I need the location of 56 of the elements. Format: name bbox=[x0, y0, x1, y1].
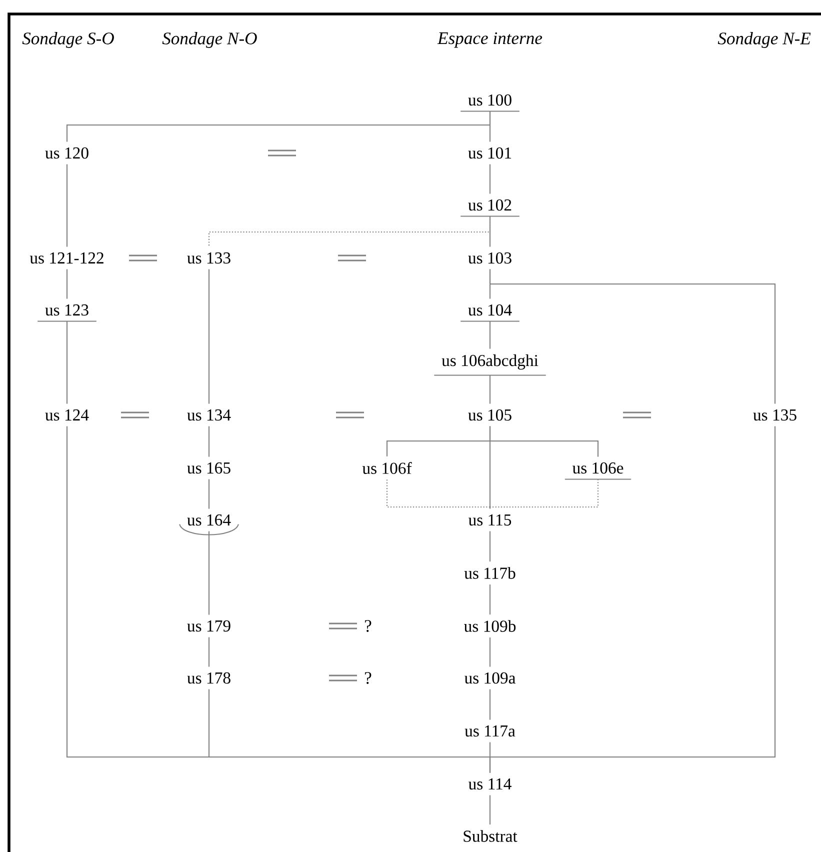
arched-unit-label: us 164 bbox=[179, 514, 239, 536]
connector-line bbox=[66, 269, 68, 299]
unit-label: us 179 bbox=[187, 620, 230, 632]
unit-label: us 165 bbox=[187, 462, 230, 474]
connector-line bbox=[208, 269, 210, 404]
underlined-unit-label: us 102 bbox=[460, 199, 520, 217]
connector-line bbox=[489, 584, 491, 614]
connector-line bbox=[489, 795, 491, 824]
column-heading: Sondage S-O bbox=[22, 32, 114, 48]
unit-label: us 134 bbox=[187, 409, 231, 421]
connector-line bbox=[489, 375, 491, 404]
connector-line bbox=[489, 216, 491, 247]
connector-line bbox=[489, 531, 491, 562]
unit-label: Substrat bbox=[464, 830, 518, 842]
connector-line bbox=[489, 426, 776, 773]
unit-label: us 178 bbox=[187, 672, 230, 684]
unit-label: us 103 bbox=[468, 252, 512, 264]
unit-label: us 120 bbox=[45, 147, 88, 159]
unit-label: us 124 bbox=[45, 409, 89, 421]
connector-line bbox=[489, 479, 599, 509]
unit-label: us 117a bbox=[464, 725, 516, 737]
question-mark: ? bbox=[365, 672, 372, 684]
unit-label: us 109b bbox=[464, 620, 516, 632]
unit-label: us 117b bbox=[464, 567, 516, 579]
connector-line bbox=[208, 637, 210, 667]
underlined-unit-label: us 123 bbox=[38, 304, 96, 322]
connector-line bbox=[489, 638, 491, 667]
connector-line bbox=[208, 426, 210, 457]
underlined-unit-label: us 106abcdghi bbox=[434, 354, 546, 376]
unit-label: us 106f bbox=[362, 462, 412, 474]
unit-label: us 121-122 bbox=[30, 252, 104, 264]
underlined-unit-label: us 100 bbox=[460, 94, 520, 112]
unit-label: us 133 bbox=[187, 252, 230, 264]
connector-line bbox=[489, 164, 491, 194]
connector-line bbox=[66, 321, 68, 404]
unit-label: us 135 bbox=[753, 409, 796, 421]
unit-label: us 114 bbox=[468, 778, 512, 790]
connector-line bbox=[489, 689, 491, 720]
question-mark: ? bbox=[365, 620, 372, 632]
connector-line bbox=[489, 321, 491, 349]
unit-label: us 109a bbox=[464, 672, 516, 684]
connector-line bbox=[489, 426, 599, 457]
underlined-unit-label: us 104 bbox=[460, 304, 520, 322]
column-heading: Sondage N-E bbox=[718, 32, 811, 48]
unit-label: us 115 bbox=[468, 514, 512, 526]
column-heading: Espace interne bbox=[437, 32, 542, 48]
connector-line bbox=[489, 269, 776, 404]
connector-line bbox=[489, 111, 491, 142]
connector-line bbox=[208, 479, 210, 509]
unit-label: us 105 bbox=[468, 409, 512, 421]
unit-label: us 101 bbox=[468, 147, 512, 159]
column-heading: Sondage N-O bbox=[162, 32, 257, 48]
connector-line bbox=[208, 531, 210, 615]
connector-line bbox=[66, 164, 68, 247]
connector-line bbox=[386, 480, 491, 509]
underlined-unit-label: us 106e bbox=[564, 462, 632, 480]
